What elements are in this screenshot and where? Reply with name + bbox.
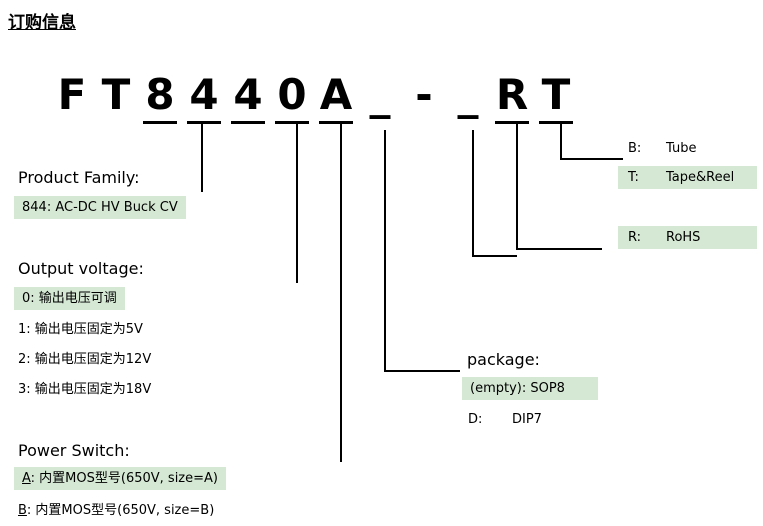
connector-output-voltage — [296, 124, 298, 283]
connector-packing-vertical — [560, 124, 562, 160]
part-number-char-4b: 4 — [231, 70, 265, 124]
part-number-dash: - — [415, 70, 433, 119]
power-switch-option-b-key: B — [18, 503, 27, 518]
connector-package-horizontal — [384, 370, 460, 372]
packing-option-tape-reel-key: T: — [628, 170, 639, 185]
part-number-char-t: T — [101, 70, 131, 119]
packing-option-tube-key: B: — [628, 141, 642, 156]
connector-blank-vertical — [472, 130, 474, 257]
part-number-blank-2: _ — [457, 70, 479, 119]
connector-rohs-vertical — [516, 124, 518, 250]
power-switch-option-b: B: 内置MOS型号(650V, size=B) — [18, 503, 214, 518]
power-switch-option-a-text: : 内置MOS型号(650V, size=A) — [30, 471, 218, 486]
power-switch-option-a: A: 内置MOS型号(650V, size=A) — [14, 467, 226, 490]
power-switch-option-a-key: A — [22, 471, 31, 486]
power-switch-option-b-text: : 内置MOS型号(650V, size=B) — [26, 503, 215, 518]
rohs-option-value: RoHS — [666, 230, 701, 245]
part-number-char-a: A — [319, 70, 353, 124]
connector-package-vertical — [384, 130, 386, 372]
connector-product-family — [201, 124, 203, 192]
connector-rohs-horizontal — [516, 248, 602, 250]
part-number-char-8: 8 — [143, 70, 177, 124]
package-label: package: — [467, 350, 540, 369]
product-family-option: 844: AC-DC HV Buck CV — [14, 196, 186, 219]
packing-option-tube: B: Tube — [628, 141, 696, 156]
package-option-dip7-value: DIP7 — [512, 412, 542, 427]
power-switch-label: Power Switch: — [18, 441, 130, 460]
output-voltage-label: Output voltage: — [18, 259, 144, 278]
part-number-blank-1: _ — [369, 70, 391, 119]
output-voltage-option-3: 3: 输出电压固定为18V — [18, 382, 152, 397]
output-voltage-option-1: 1: 输出电压固定为5V — [18, 322, 143, 337]
rohs-option: R: RoHS — [618, 226, 757, 249]
connector-blank-horizontal — [472, 255, 517, 257]
page-title: 订购信息 — [8, 13, 76, 33]
package-option-sop8: (empty): SOP8 — [462, 377, 598, 400]
output-voltage-option-2: 2: 输出电压固定为12V — [18, 352, 152, 367]
packing-option-tape-reel: T: Tape&Reel — [618, 166, 757, 189]
output-voltage-option-0: 0: 输出电压可调 — [14, 287, 125, 310]
package-option-dip7: D: DIP7 — [468, 412, 542, 427]
part-number: F T 8 4 4 0 A _ - _ R T — [55, 70, 583, 124]
connector-power-switch — [340, 124, 342, 462]
part-number-char-4a: 4 — [187, 70, 221, 124]
rohs-option-key: R: — [628, 230, 642, 245]
part-number-char-f: F — [57, 70, 87, 119]
part-number-char-r: R — [495, 70, 529, 124]
packing-option-tube-value: Tube — [666, 141, 697, 156]
connector-packing-horizontal — [560, 158, 623, 160]
package-option-dip7-key: D: — [468, 412, 483, 427]
part-number-char-0: 0 — [275, 70, 309, 124]
part-number-char-t2: T — [539, 70, 573, 124]
product-family-label: Product Family: — [18, 168, 140, 187]
packing-option-tape-reel-value: Tape&Reel — [666, 170, 735, 185]
